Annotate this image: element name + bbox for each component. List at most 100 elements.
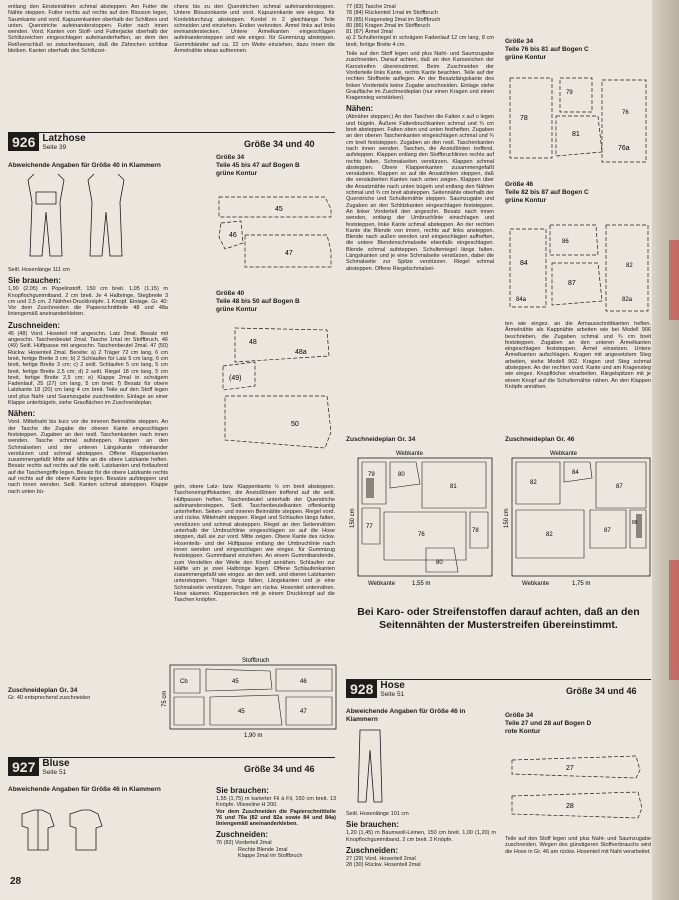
- piece-84a: 84a: [516, 297, 527, 303]
- pre-cut-note: Vor dem Zuschneiden die Papierschnitttei…: [216, 808, 336, 828]
- page-edge-strip: [669, 560, 679, 680]
- piece-label: 76: [418, 532, 425, 538]
- cutting-plan-927-46: Webkante 82 84 87 82 87 86 Webkante 1,75…: [504, 451, 651, 587]
- cutting-item: 81 (87) Ärmel 2mal: [346, 29, 393, 36]
- column-1-lower: Abweichende Angaben für Größe 40 in Klam…: [8, 162, 168, 495]
- size-note: Abweichende Angaben für Größe 40 in Klam…: [8, 162, 161, 169]
- cutting-heading: Zuschneiden:: [346, 845, 399, 855]
- contour-color: grüne Kontur: [505, 197, 547, 204]
- column-2: chens bis zu den Querstrichen schmal auf…: [174, 0, 335, 54]
- pattern-sheet-ref: Teile 45 bis 47 auf Bogen B: [216, 162, 300, 169]
- cutting-text: Teile auf den Stoff legen und plus Naht-…: [346, 51, 494, 102]
- model-number: 928: [346, 680, 378, 698]
- materials-text: 1,20 (1,45) m Baumwoll-Leinen, 150 cm br…: [346, 830, 496, 843]
- size-range: Größe 34 und 46: [244, 764, 315, 774]
- column-1: entlang den Einsteinähten schmal abstepp…: [8, 0, 168, 54]
- piece-84: 84: [520, 260, 528, 267]
- materials-text: 1,55 (1,75) m karierter Fil à Fil, 150 c…: [216, 796, 336, 809]
- selvage-label: Webkante: [396, 451, 424, 457]
- fabric-width: 1,75 m: [572, 581, 590, 587]
- model-title: Hose: [380, 680, 405, 691]
- size-label: Größe 34: [505, 712, 534, 719]
- cutting-plan-heading: Zuschneideplan Gr. 34: [8, 687, 78, 694]
- fabric-height: 150 cm: [350, 508, 356, 528]
- column-4-text: ten wie eingez. an die Armausschnittkant…: [505, 321, 651, 390]
- piece-78: 78: [520, 115, 528, 122]
- pattern-pieces-928: 27 28: [511, 755, 643, 819]
- materials-text: 1,90 (2,05) m Popelinstoff, 150 cm breit…: [8, 286, 168, 318]
- sewing-text: Vord. Mittelnaht bis kurz vor die innere…: [8, 419, 168, 495]
- piece-48a: 48a: [295, 349, 307, 356]
- column-3-928: Abweichende Angaben für Größe 46 in Klam…: [346, 708, 496, 868]
- cutting-text: 45 (48) Vord. Hoseteil mit angeschn. Lat…: [8, 330, 168, 407]
- contour-color: grüne Kontur: [216, 170, 258, 177]
- cutting-item: a) 2 Schulterriegel in schrägem Fadenlau…: [346, 35, 494, 48]
- piece-47: 47: [285, 250, 293, 257]
- piece-label: 45: [232, 679, 239, 685]
- section-divider: [346, 679, 651, 680]
- model-number: 927: [8, 758, 40, 776]
- cutting-item: 80 (86) Kragen 2mal im Stoffbruch: [346, 22, 430, 29]
- dungarees-sketch: [27, 173, 125, 257]
- model-title: Bluse: [42, 758, 70, 769]
- cutting-item: 79 (85) Kragensteg 2mal im Stoffbruch: [346, 16, 441, 23]
- pattern-sheet-ref: Teile 82 bis 87 auf Bogen C: [505, 189, 589, 196]
- fabric-height: 75 cm: [162, 691, 168, 707]
- piece-48: 48: [249, 339, 257, 346]
- contour-color: grüne Kontur: [505, 54, 547, 61]
- piece-45: 45: [275, 206, 283, 213]
- materials-heading: Sie brauchen:: [216, 786, 269, 795]
- piece-label: 77: [366, 524, 373, 530]
- size-34-pieces-928-label: Größe 34 Teile 27 und 28 auf Bogen D rot…: [505, 712, 650, 736]
- size-label: Größe 40: [216, 290, 245, 297]
- piece-76a: 76a: [618, 145, 630, 152]
- selvage-label: Webkante: [522, 581, 550, 587]
- cutting-plan-34-heading: Zuschneideplan Gr. 34: [346, 436, 415, 444]
- section-divider: [8, 132, 335, 133]
- size-46-pieces-927-label: Größe 46 Teile 82 bis 87 auf Bogen C grü…: [505, 181, 650, 205]
- size-range: Größe 34 und 40: [244, 139, 315, 149]
- piece-label: 79: [368, 472, 375, 478]
- cutting-heading: Zuschneiden:: [8, 320, 61, 330]
- column-2-927: Sie brauchen: 1,55 (1,75) m karierter Fi…: [216, 783, 336, 859]
- size-label: Größe 34: [505, 38, 534, 45]
- contour-color: rote Kontur: [505, 728, 541, 735]
- size-34-pieces-label: Größe 34 Teile 45 bis 47 auf Bogen B grü…: [216, 154, 336, 178]
- piece-81: 81: [572, 131, 580, 138]
- pattern-sheet-ref: Teile 48 bis 50 auf Bogen B: [216, 298, 300, 305]
- pattern-sheet-ref: Teile 76 bis 81 auf Bogen C: [505, 46, 589, 53]
- cutting-plan-927-34: Webkante 79 80 81 77 76 78 80 Webkante 1…: [350, 451, 493, 587]
- model-title: Latzhose: [42, 133, 86, 144]
- sewing-text: (Abnäher steppen.) An den Taschen die Fa…: [346, 114, 494, 272]
- cutting-plan-926: Stoffbruch Cb 45 46 47 45 1,90 m 75 cm: [162, 658, 337, 739]
- sewing-heading: Nähen:: [8, 409, 36, 419]
- cutting-plan-926-label: Zuschneideplan Gr. 34 Gr. 40 entsprechen…: [8, 687, 168, 701]
- continued-text: chens bis zu den Querstrichen schmal auf…: [174, 4, 335, 55]
- size-note: Abweichende Angaben für Größe 46 in Klam…: [346, 708, 466, 723]
- size-note-927: Abweichende Angaben für Größe 46 in Klam…: [8, 786, 168, 794]
- model-page-ref: Seite 51: [380, 691, 405, 698]
- fold-label: Stoffbruch: [242, 658, 269, 664]
- selvage-label: Webkante: [368, 581, 396, 587]
- trousers-sketch: [357, 729, 383, 803]
- size-note: Abweichende Angaben für Größe 46 in Klam…: [8, 786, 161, 793]
- cutting-heading: Zuschneiden:: [216, 830, 269, 840]
- leg-length: Seitl. Hosenlänge 101 cm: [346, 811, 409, 817]
- size-label: Größe 46: [505, 181, 534, 188]
- piece-label: 47: [300, 709, 307, 715]
- size-40-pieces-label: Größe 40 Teile 48 bis 50 auf Bogen B grü…: [216, 290, 336, 314]
- leg-length: Seitl. Hosenlänge 111 cm: [8, 267, 70, 273]
- cutting-plan-note: Gr. 40 entsprechend zuschneiden: [8, 695, 91, 701]
- cutting-item: 77 (83) Tasche 2mal: [346, 4, 396, 10]
- cutting-item: 27 (29) Vord. Hosenteil 2mal: [346, 855, 416, 862]
- piece-86: 86: [562, 239, 569, 245]
- materials-heading: Sie brauchen:: [346, 820, 399, 830]
- pattern-pieces-927-34: 78 79 76 81 76a: [509, 77, 647, 163]
- piece-label: 81: [450, 484, 457, 490]
- pattern-pieces-34: 45 46 47: [218, 196, 332, 268]
- column-4-end: Teile auf den Stoff legen und plus Naht-…: [505, 836, 651, 855]
- piece-label: 86: [632, 520, 638, 526]
- piece-50: 50: [291, 421, 299, 428]
- fabric-height: 150 cm: [504, 508, 510, 528]
